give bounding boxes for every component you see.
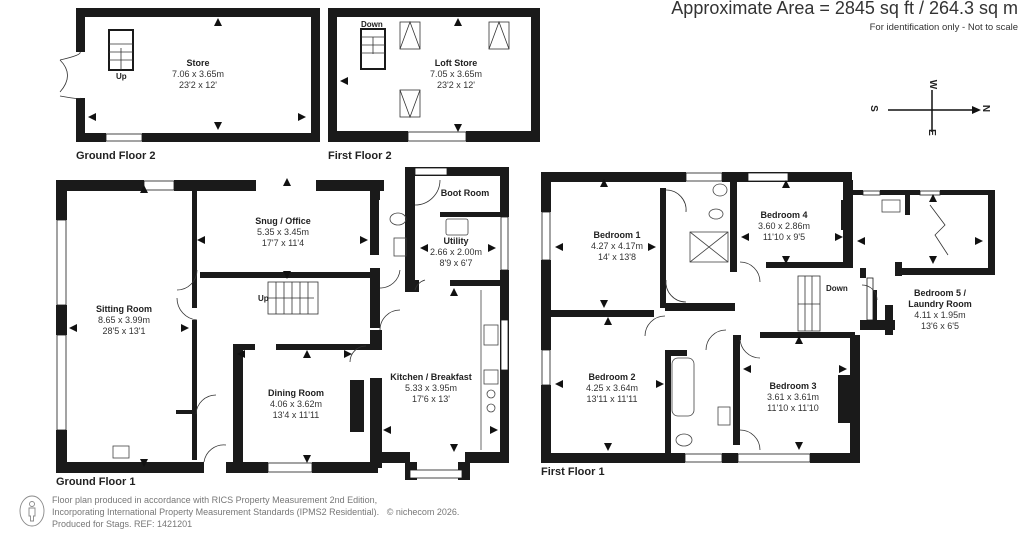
person-icon [19, 495, 45, 527]
stairs-down-label: Down [361, 20, 383, 29]
room-dining-room: Dining Room 4.06 x 3.62m 13'4 x 11'11 [268, 388, 324, 420]
room-bedroom-5-laundry-room: Bedroom 5 / Laundry Room 4.11 x 1.95m 13… [908, 288, 972, 331]
floor-label-ground-floor-2: Ground Floor 2 [76, 150, 156, 162]
disclaimer-text: For identification only - Not to scale [869, 22, 1018, 33]
footer-notice: Floor plan produced in accordance with R… [52, 495, 460, 529]
room-snug-office: Snug / Office 5.35 x 3.45m 17'7 x 11'4 [255, 216, 311, 248]
room-bedroom-4: Bedroom 4 3.60 x 2.86m 11'10 x 9'5 [757, 210, 811, 242]
stairs-up-label: Up [116, 72, 127, 81]
floor-label-ground-floor-1: Ground Floor 1 [56, 476, 136, 488]
floor-label-first-floor-1: First Floor 1 [541, 466, 605, 478]
floor-label-first-floor-2: First Floor 2 [328, 150, 392, 162]
stairs-up-label: Up [258, 294, 269, 303]
room-sitting-room: Sitting Room 8.65 x 3.99m 28'5 x 13'1 [96, 304, 152, 336]
room-kitchen-breakfast: Kitchen / Breakfast 5.33 x 3.95m 17'6 x … [390, 372, 472, 404]
room-bedroom-3: Bedroom 3 3.61 x 3.61m 11'10 x 11'10 [766, 381, 820, 413]
room-bedroom-2: Bedroom 2 4.25 x 3.64m 13'11 x 11'11 [585, 372, 639, 404]
approximate-area-title: Approximate Area = 2845 sq ft / 264.3 sq… [671, 0, 1018, 18]
room-store: Store 7.06 x 3.65m 23'2 x 12' [171, 58, 225, 90]
room-bedroom-1: Bedroom 1 4.27 x 4.17m 14' x 13'8 [590, 230, 644, 262]
room-utility: Utility 2.66 x 2.00m 8'9 x 6'7 [429, 236, 483, 268]
room-boot-room: Boot Room [440, 188, 490, 198]
room-loft-store: Loft Store 7.05 x 3.65m 23'2 x 12' [429, 58, 483, 90]
stairs-down-label: Down [826, 284, 848, 293]
compass-arrow-icon [888, 90, 981, 132]
copyright-text: © nichecom 2026. [386, 507, 460, 517]
